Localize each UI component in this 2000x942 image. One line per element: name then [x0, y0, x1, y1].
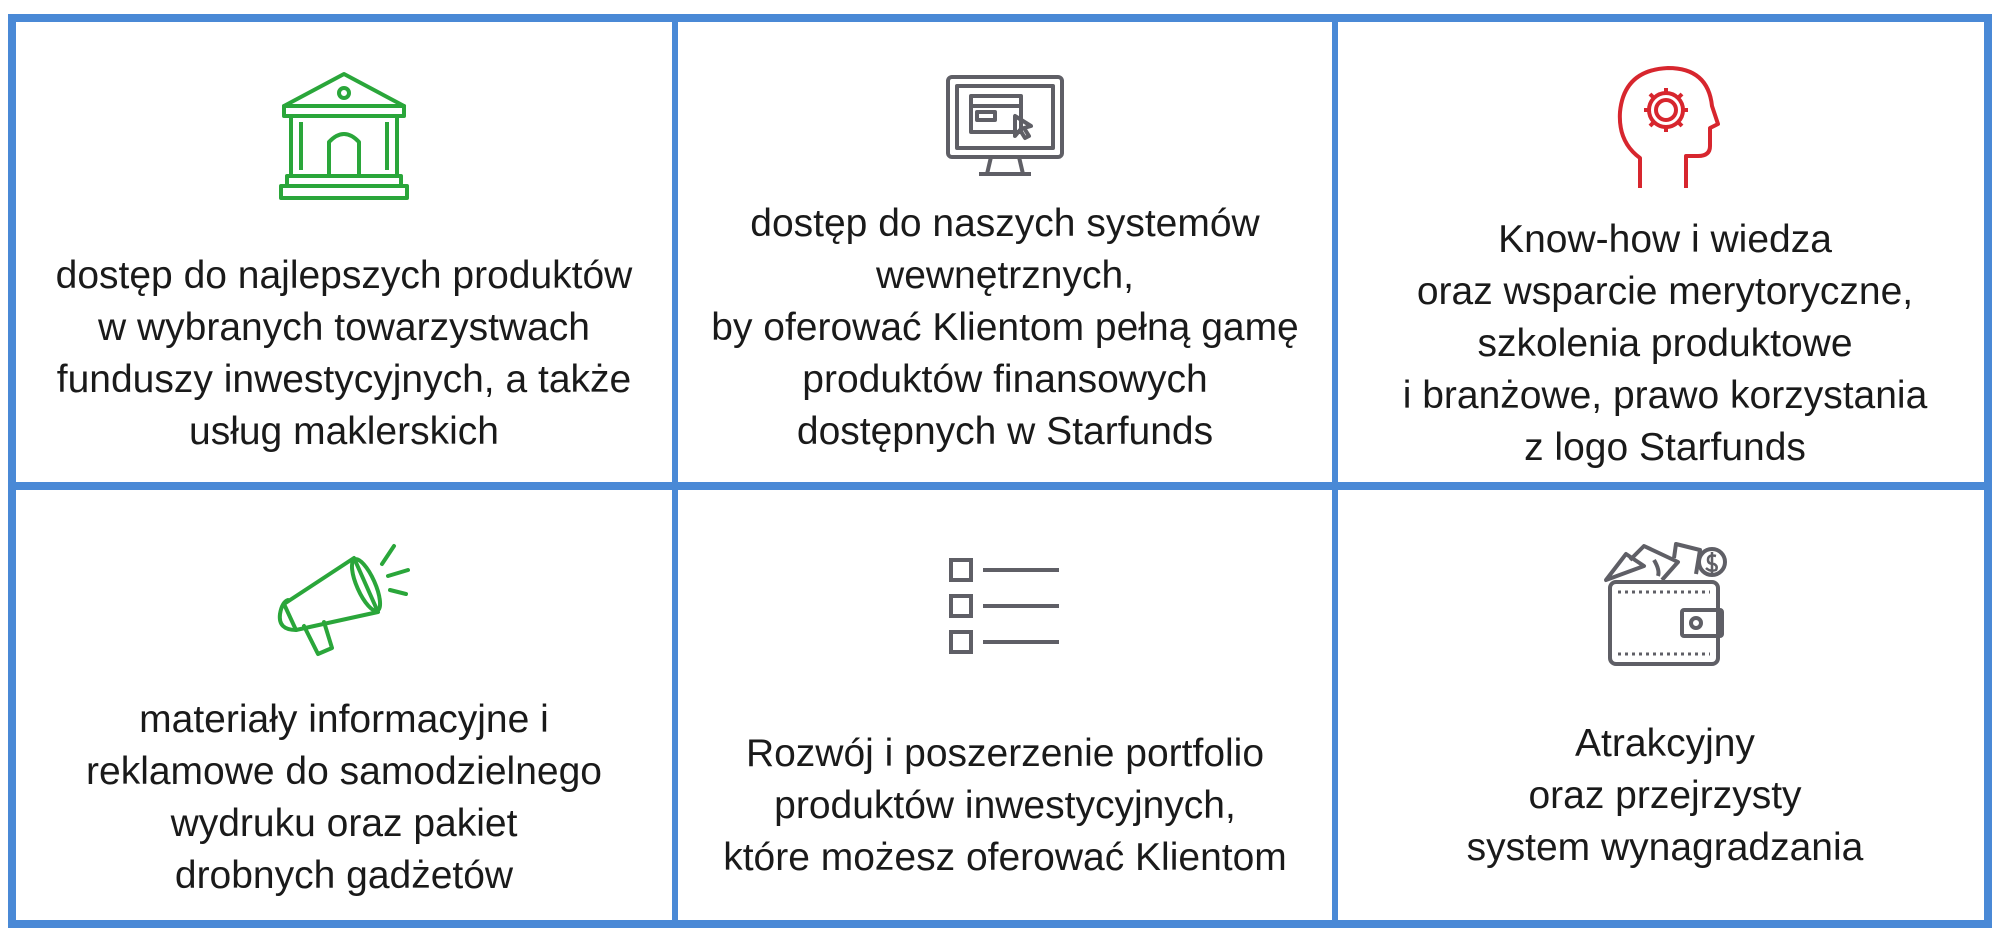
feature-text-portfolio: Rozwój i poszerzenie portfolio produktów… — [723, 732, 1287, 879]
feature-cell-portfolio: Rozwój i poszerzenie portfolio produktów… — [678, 490, 1332, 920]
features-grid: dostęp do najlepszych produktów w wybran… — [8, 14, 1992, 928]
head-gear-icon — [1617, 66, 1720, 188]
feature-text-systems: dostęp do naszych systemów wewnętrznych,… — [711, 202, 1299, 453]
feature-text-knowhow: Know-how i wiedza oraz wsparcie merytory… — [1402, 218, 1928, 469]
feature-cell-knowhow: Know-how i wiedza oraz wsparcie merytory… — [1338, 22, 1992, 482]
grid-divider-horizontal — [16, 482, 1984, 490]
feature-cell-materials: materiały informacyjne i reklamowe do sa… — [16, 490, 672, 920]
feature-cell-products: dostęp do najlepszych produktów w wybran… — [16, 22, 672, 482]
megaphone-icon — [277, 544, 410, 656]
feature-cell-rewards: Atrakcyjny oraz przejrzysty system wynag… — [1338, 490, 1992, 920]
bank-building-icon — [279, 72, 409, 200]
feature-text-materials: materiały informacyjne i reklamowe do sa… — [86, 698, 602, 897]
feature-text-rewards: Atrakcyjny oraz przejrzysty system wynag… — [1466, 722, 1864, 869]
computer-monitor-icon — [946, 75, 1064, 176]
feature-text-products: dostęp do najlepszych produktów w wybran… — [55, 254, 633, 453]
checklist-icon — [949, 558, 1059, 654]
feature-cell-systems: dostęp do naszych systemów wewnętrznych,… — [678, 22, 1332, 482]
grid-divider-vertical-2 — [1332, 22, 1338, 920]
wallet-money-icon — [1604, 542, 1727, 666]
grid-divider-vertical-1 — [672, 22, 678, 920]
